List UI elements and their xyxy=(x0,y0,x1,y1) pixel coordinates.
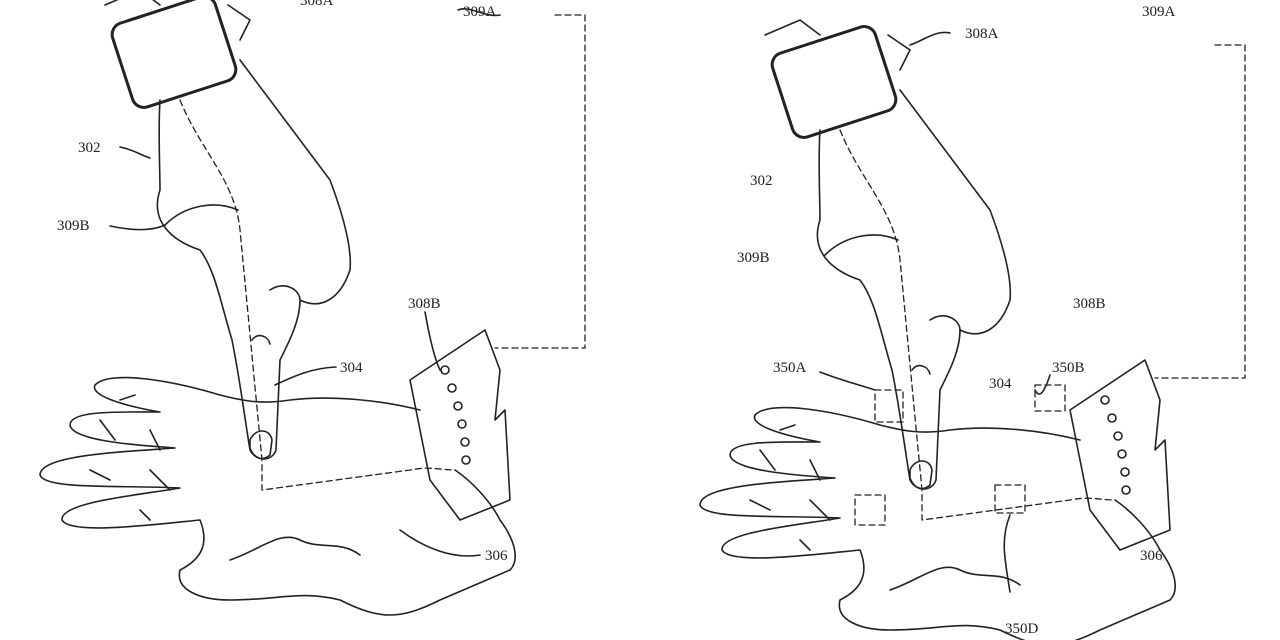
region-350a xyxy=(874,389,904,423)
label-308a: 308A xyxy=(300,0,334,9)
label-306: 306 xyxy=(485,548,508,564)
region-350d xyxy=(994,484,1026,514)
label-309b: 309B xyxy=(57,218,90,234)
label-306: 306 xyxy=(1140,548,1163,564)
label-308b: 308B xyxy=(1073,296,1106,312)
label-309a: 309A xyxy=(1142,4,1176,20)
label-308b: 308B xyxy=(408,296,441,312)
figure-left: 308A 309A 302 309B 308B 304 306 xyxy=(38,0,587,617)
label-308a: 308A xyxy=(965,26,999,42)
region-boxes xyxy=(854,384,1066,526)
region-350c xyxy=(854,494,886,526)
label-302: 302 xyxy=(750,173,773,189)
label-350b: 350B xyxy=(1052,360,1085,376)
label-302: 302 xyxy=(78,140,101,156)
label-304: 304 xyxy=(340,360,363,376)
label-304: 304 xyxy=(989,376,1012,392)
label-309b: 309B xyxy=(737,250,770,266)
figure-right xyxy=(698,18,1247,640)
region-350b xyxy=(1034,384,1066,412)
label-350d: 350D xyxy=(1005,621,1039,637)
label-350a: 350A xyxy=(773,360,807,376)
